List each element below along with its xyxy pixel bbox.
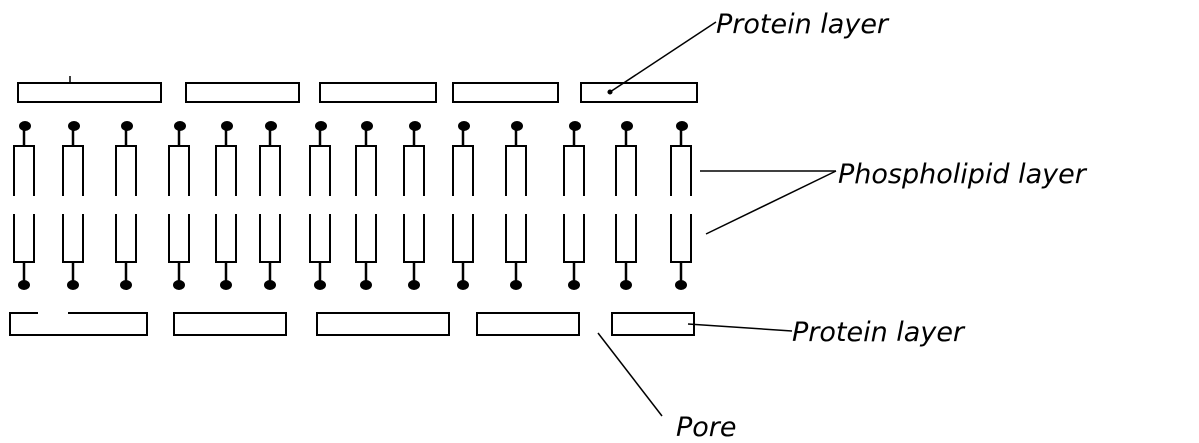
protein-block [185,82,300,103]
lipid-tails [13,145,35,196]
phospholipid-molecule [13,121,35,290]
lipid-head [120,280,132,290]
pore-label: Pore [676,412,737,438]
lipid-tails [13,214,35,263]
leader-protein-top [609,21,717,93]
lipid-tails [505,214,527,263]
lipid-tails [452,145,474,196]
lipid-head [67,280,79,290]
phospholipid-molecule [115,121,137,290]
phospholipid-molecule [505,121,527,290]
lipid-tails [168,214,190,263]
lipid-tails [615,145,637,196]
leader-pore [597,332,663,417]
leader-phospholipid-lower [705,170,837,235]
protein-block [17,82,162,103]
phospholipid-molecule [403,121,425,290]
lipid-head [220,280,232,290]
lipid-head [18,280,30,290]
lipid-head [221,121,233,131]
lipid-tails [563,214,585,263]
phospholipid-label: Phospholipid layer [838,159,1088,190]
lipid-head [409,121,421,131]
lipid-head [458,121,470,131]
protein-block [173,312,287,336]
protein-block [316,312,450,336]
phospholipid-layer [13,121,692,290]
protein-bottom-label: Protein layer [792,317,966,348]
lipid-head [510,280,522,290]
lipid-tails [215,214,237,263]
lipid-tails [355,214,377,263]
phospholipid-molecule [563,121,585,290]
lipid-head [360,280,372,290]
lipid-head [620,280,632,290]
phospholipid-molecule [309,121,331,290]
lipid-head [314,280,326,290]
protein-block [319,82,437,103]
lipid-tails [309,214,331,263]
lipid-tails [168,145,190,196]
lipid-tails [62,214,84,263]
lipid-tails [615,214,637,263]
leader-protein-bottom [687,323,793,332]
lipid-tails [452,214,474,263]
top-protein-layer [17,82,698,103]
lipid-head [568,280,580,290]
phospholipid-molecule [670,121,692,290]
lipid-tails [505,145,527,196]
lipid-head [121,121,133,131]
protein-block [476,312,580,336]
phospholipid-molecule [62,121,84,290]
lipid-tails [670,145,692,196]
lipid-head [174,121,186,131]
phospholipid-molecule [168,121,190,290]
phospholipid-molecule [615,121,637,290]
lipid-head [408,280,420,290]
lipid-tails [115,214,137,263]
lipid-tails [670,214,692,263]
lipid-tails [403,145,425,196]
leader-lines [597,21,837,417]
lipid-head [457,280,469,290]
lipid-head [265,121,277,131]
lipid-head [675,280,687,290]
lipid-head [511,121,523,131]
lipid-head [173,280,185,290]
lipid-head [361,121,373,131]
leader-dot [607,89,613,95]
lipid-tails [259,214,281,263]
lipid-tails [309,145,331,196]
phospholipid-molecule [215,121,237,290]
protein-block [452,82,559,103]
lipid-head [68,121,80,131]
protein-block [9,312,148,336]
lipid-tails [259,145,281,196]
bottom-protein-layer [9,312,695,336]
lipid-tails [403,214,425,263]
lipid-tails [355,145,377,196]
lipid-head [19,121,31,131]
protein-top-label: Protein layer [716,9,890,40]
lipid-tails [215,145,237,196]
lipid-head [621,121,633,131]
protein-block [611,312,695,336]
lipid-head [676,121,688,131]
phospholipid-molecule [452,121,474,290]
lipid-head [569,121,581,131]
lipid-head [264,280,276,290]
phospholipid-molecule [259,121,281,290]
protein-block [580,82,698,103]
phospholipid-molecule [355,121,377,290]
lipid-tails [62,145,84,196]
lipid-head [315,121,327,131]
lipid-tails [115,145,137,196]
lipid-tails [563,145,585,196]
